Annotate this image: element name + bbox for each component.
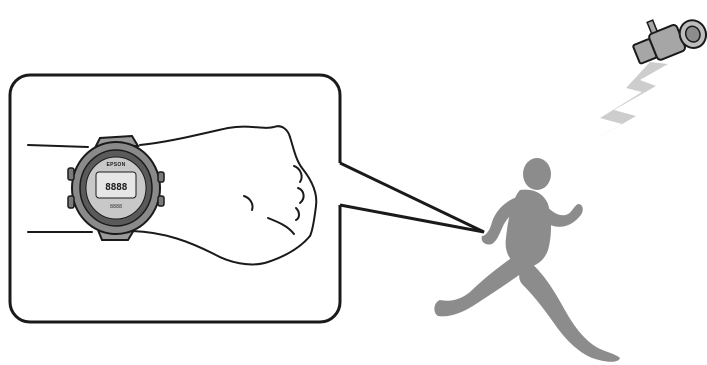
watch-sub-display: 8888 xyxy=(110,204,122,210)
watch-brand-label: EPSON xyxy=(106,162,125,168)
satellite-icon xyxy=(627,3,707,69)
watch-main-display: 8888 xyxy=(105,182,128,193)
lightning-signal-icon xyxy=(578,62,668,150)
runner-silhouette xyxy=(434,158,620,362)
